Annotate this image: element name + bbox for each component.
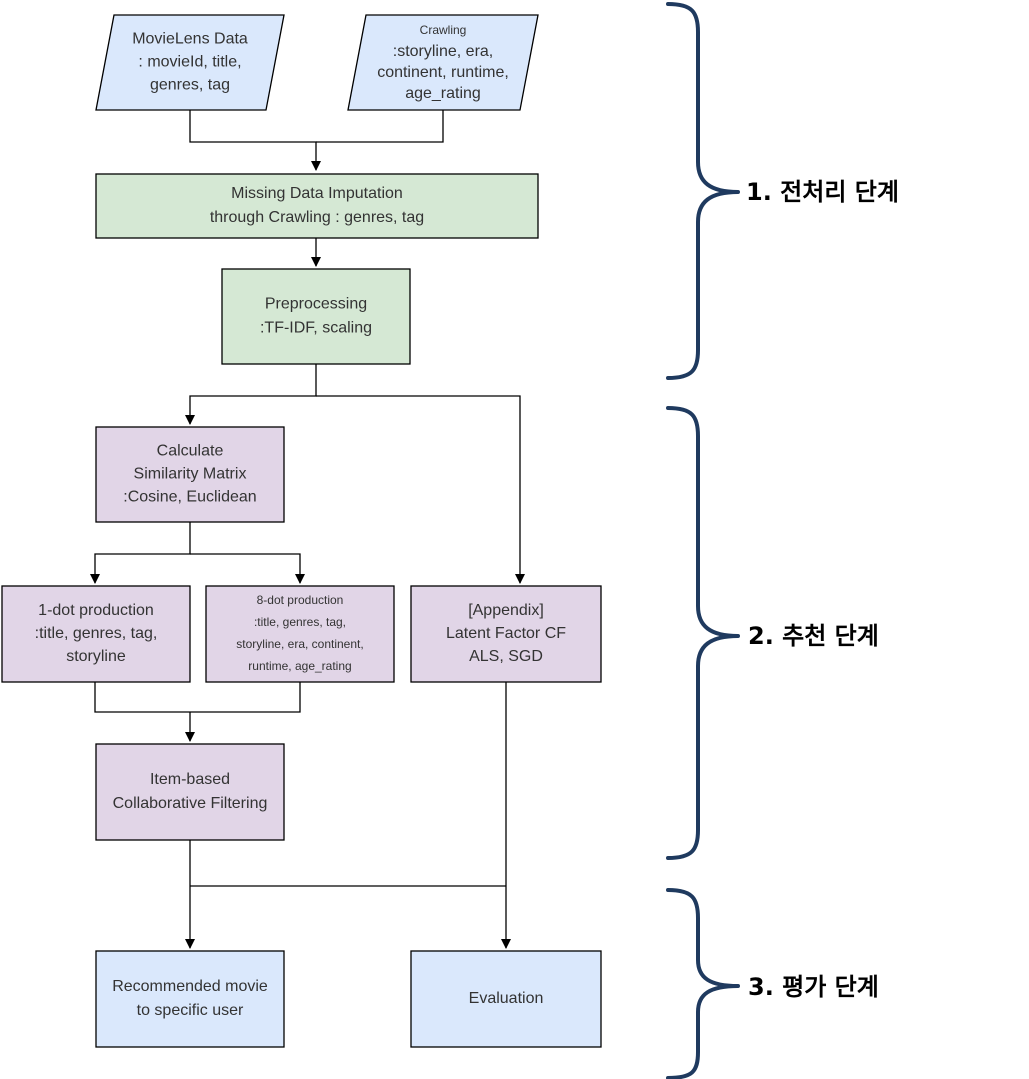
nodes: MovieLens Data : movieId, title, genres, t…	[1, 14, 602, 1048]
similarity-box-line-2: Similarity Matrix	[134, 466, 247, 483]
stage2-brace	[666, 406, 740, 860]
preprocessing-box-line-2: :TF-IDF, scaling	[260, 320, 372, 337]
edge-one-dot-merge	[94, 682, 301, 713]
preprocessing-box-shape	[221, 268, 411, 365]
one-dot-box-shape	[1, 585, 191, 683]
eight-dot-box: 8-dot production :title, genres, tag, stor…	[205, 585, 395, 683]
stage2-label: 2. 추천 단계	[748, 622, 879, 650]
item-cf-box-shape	[95, 743, 285, 841]
movielens-data-shape	[95, 14, 285, 111]
imputation-box-line-2: through Crawling : genres, tag	[210, 209, 424, 226]
connectors	[90, 110, 525, 949]
edge-preprocessing-to-appendix	[316, 395, 525, 584]
similarity-box-line-3: :Cosine, Euclidean	[123, 489, 256, 506]
preprocessing-box-line-1: Preprocessing	[265, 296, 367, 313]
crawling-data-line-3: continent, runtime,	[377, 64, 509, 81]
crawling-data-line-1: Crawling	[420, 23, 467, 37]
movielens-data: MovieLens Data : movieId, title, genres, t…	[95, 14, 285, 111]
appendix-box-line-3: ALS, SGD	[469, 648, 543, 665]
appendix-box: [Appendix] Latent Factor CF ALS, SGD	[410, 585, 602, 683]
item-cf-box-line-1: Item-based	[150, 771, 230, 788]
eight-dot-box-line-3: storyline, era, continent,	[236, 637, 363, 651]
stage1-brace	[666, 2, 740, 380]
appendix-box-shape	[410, 585, 602, 683]
preprocessing-box: Preprocessing :TF-IDF, scaling	[221, 268, 411, 365]
evaluation-box: Evaluation	[410, 950, 602, 1048]
eight-dot-box-line-1: 8-dot production	[257, 593, 344, 607]
stage-braces: 1. 전처리 단계 2. 추천 단계 3. 평가 단계	[666, 2, 899, 1079]
stage1-label: 1. 전처리 단계	[746, 178, 899, 206]
one-dot-box-line-1: 1-dot production	[38, 602, 154, 619]
evaluation-box-line-1: Evaluation	[469, 990, 544, 1007]
imputation-box-shape	[95, 173, 539, 239]
crawling-data-line-2: :storyline, era,	[393, 43, 493, 60]
crawling-data: Crawling :storyline, era, continent, runti…	[347, 14, 539, 111]
imputation-box: Missing Data Imputation through Crawling …	[95, 173, 539, 239]
one-dot-box-line-2: :title, genres, tag,	[35, 625, 158, 642]
evaluation-box-shape	[410, 950, 602, 1048]
one-dot-box-line-3: storyline	[66, 648, 126, 665]
eight-dot-box-shape	[205, 585, 395, 683]
eight-dot-box-line-4: runtime, age_rating	[248, 659, 351, 673]
movielens-data-line-3: genres, tag	[150, 77, 230, 94]
stage3-label: 3. 평가 단계	[748, 973, 879, 1001]
edge-movielens-to-imputation	[189, 110, 321, 171]
edge-similarity-to-eight-dot	[190, 553, 305, 584]
recommended-box-shape	[95, 950, 285, 1048]
appendix-box-line-1: [Appendix]	[468, 602, 544, 619]
recommended-box-line-1: Recommended movie	[112, 978, 268, 995]
movielens-data-line-2: : movieId, title,	[138, 54, 241, 71]
recommended-box-line-2: to specific user	[137, 1002, 244, 1019]
crawling-data-shape	[347, 14, 539, 111]
movielens-data-line-1: MovieLens Data	[132, 31, 248, 48]
eight-dot-box-line-2: :title, genres, tag,	[254, 615, 346, 629]
edge-similarity-split	[90, 522, 191, 584]
appendix-box-line-2: Latent Factor CF	[446, 625, 566, 642]
similarity-box-shape	[95, 426, 285, 523]
item-cf-box-line-2: Collaborative Filtering	[113, 795, 268, 812]
similarity-box-line-1: Calculate	[157, 443, 224, 460]
one-dot-box: 1-dot production :title, genres, tag, stor…	[1, 585, 191, 683]
edge-preprocessing-split	[185, 364, 317, 425]
stage3-brace	[666, 888, 740, 1079]
crawling-data-line-4: age_rating	[405, 85, 481, 102]
recommended-box: Recommended movie to specific user	[95, 950, 285, 1048]
imputation-box-line-1: Missing Data Imputation	[231, 185, 403, 202]
edge-crawling-to-imputation	[316, 110, 444, 143]
